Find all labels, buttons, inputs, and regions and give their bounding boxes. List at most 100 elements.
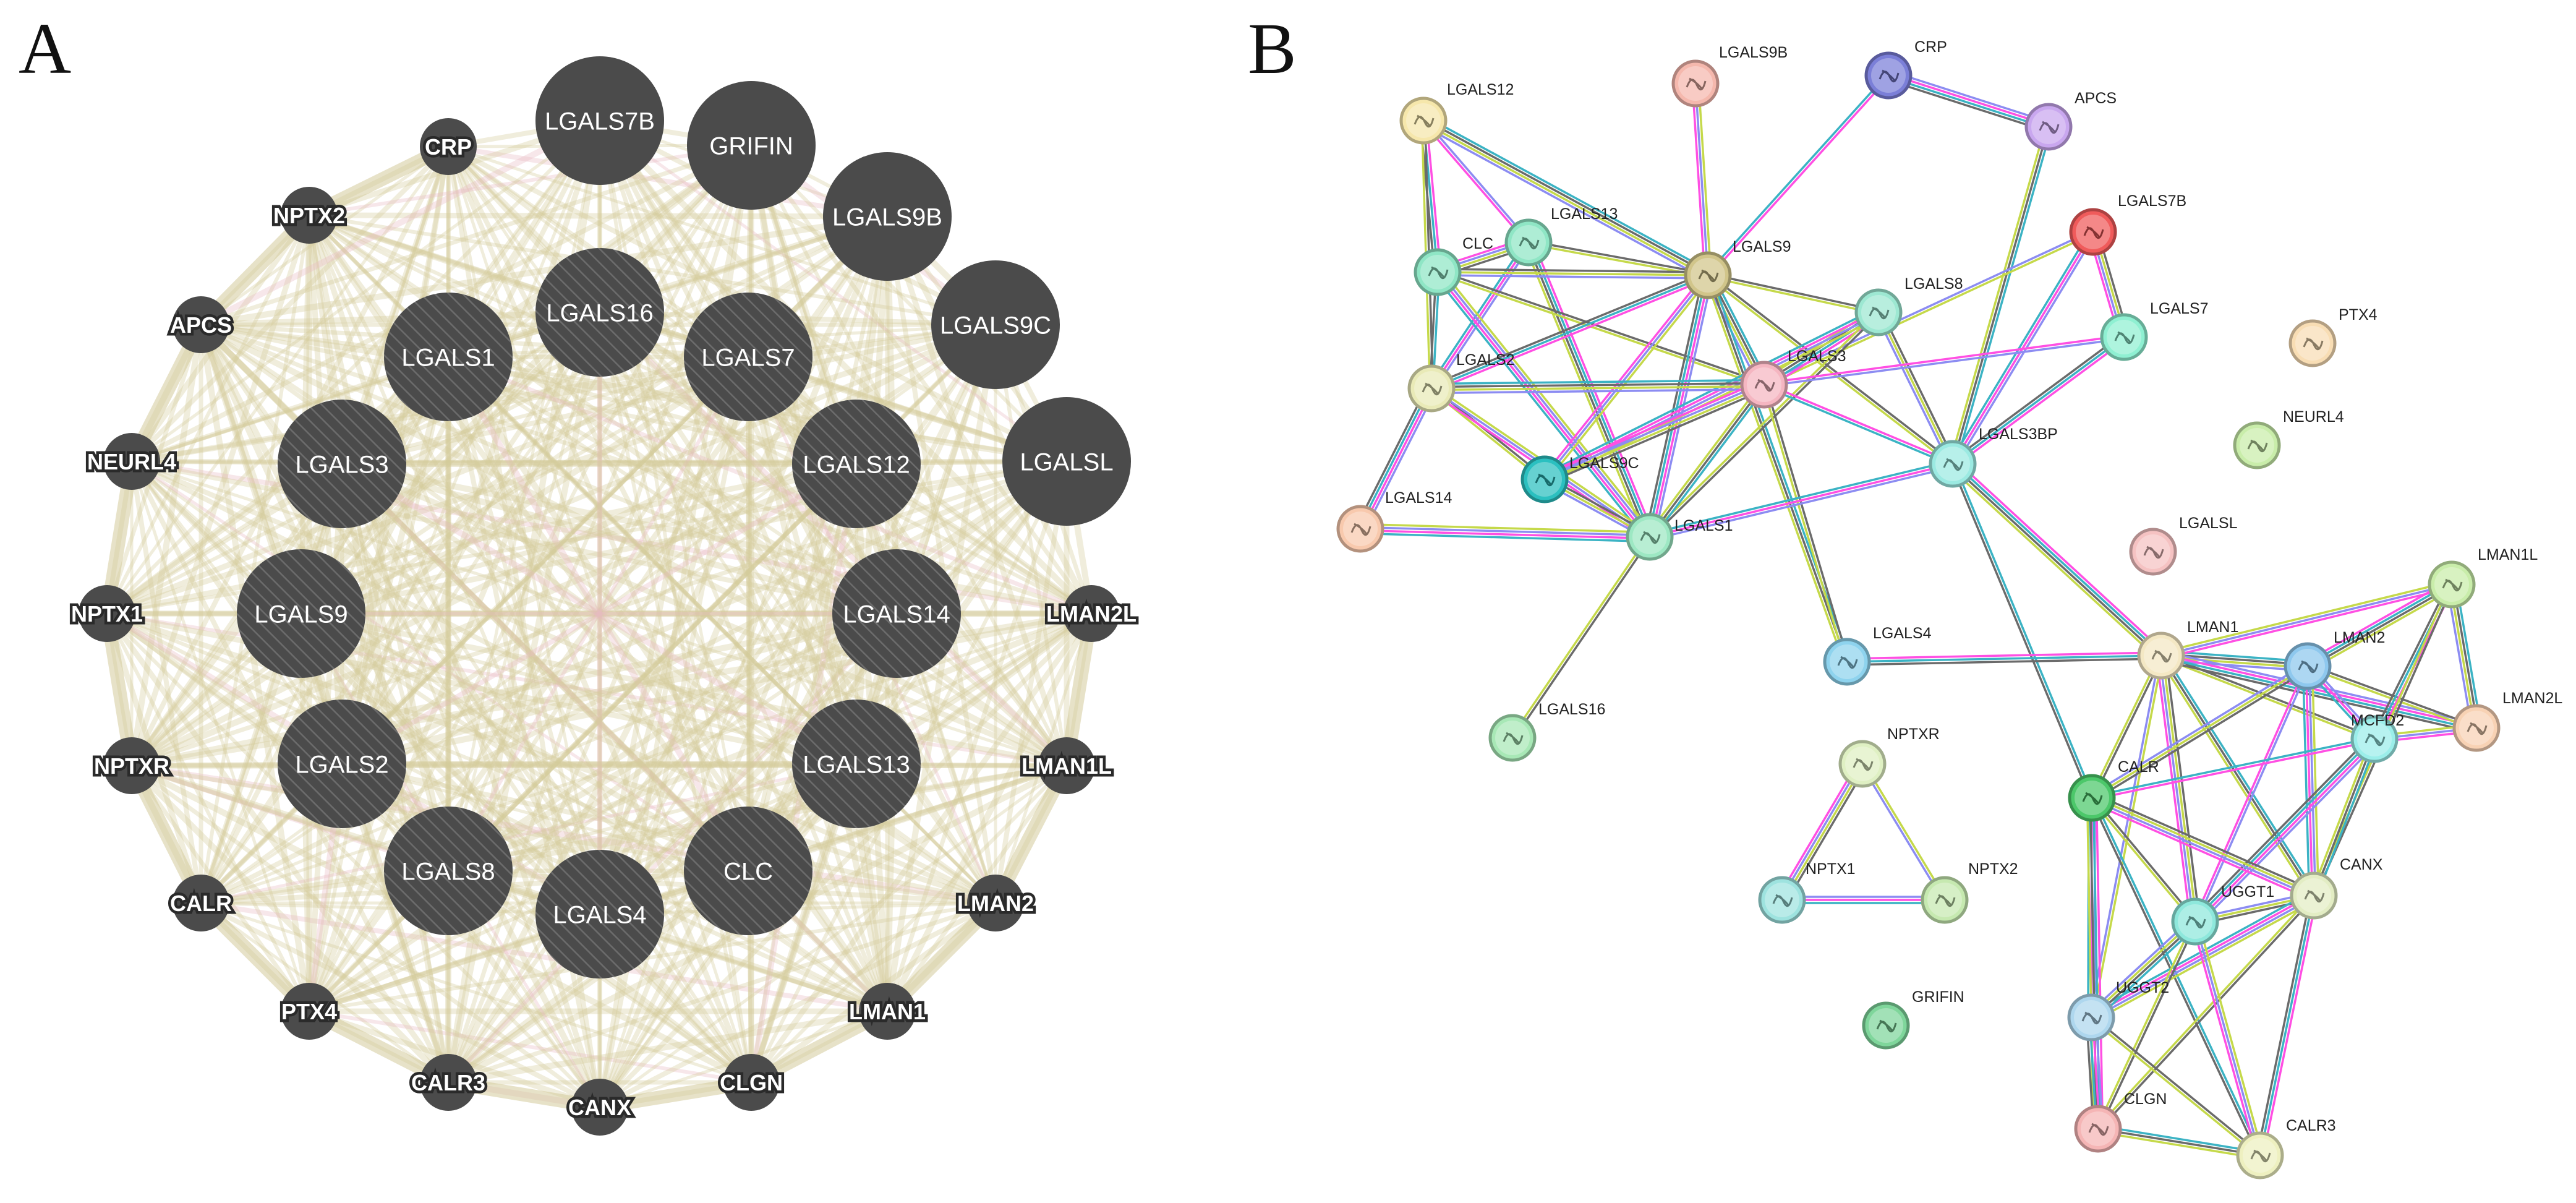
panel-a-node-label: LGALS9B [832, 203, 942, 231]
panel-a-edge [446, 462, 858, 873]
panel-b-edge-strand [2191, 735, 2372, 919]
panel-a-edge [598, 312, 753, 1083]
panel-a-edge [446, 144, 754, 1084]
panel-a-edge [994, 324, 1068, 766]
panel-b-node-calr: CALR [2068, 758, 2159, 822]
panel-b-edge-strand [1764, 383, 1850, 662]
panel-a-edge [131, 310, 600, 463]
panel-b-edge-strand [1440, 268, 1655, 535]
panel-b-edge-strand [1953, 338, 2127, 468]
panel-b-edge-strand [1948, 466, 2159, 660]
panel-b-edge-lgals3bp-lman1 [1948, 460, 2165, 660]
panel-b-edge-strand [1543, 274, 1709, 481]
panel-b-edge-strand [2161, 655, 2198, 922]
panel-b-edge-strand [2197, 920, 2264, 1155]
panel-b-edge-strand [1360, 526, 1650, 537]
panel-b-edge-lgals12-lgals9 [1420, 115, 1711, 281]
panel-b-edge-clc-lgals3 [1436, 269, 1765, 388]
panel-a-node-label: NEURL4 [87, 449, 176, 474]
panel-b-edge-lman1-canx [2157, 653, 2318, 898]
panel-a-edge [598, 216, 889, 1108]
panel-b-edge-strand [2097, 1131, 2260, 1160]
panel-a-edge [300, 311, 601, 615]
panel-b-edge-strand [1950, 464, 2092, 799]
panel-a-edge [598, 612, 1093, 1109]
panel-a-edge [131, 761, 857, 769]
panel-a-node-crp: CRP [420, 118, 477, 175]
panel-a-edge [340, 462, 750, 873]
panel-a-node-circle [173, 296, 229, 353]
panel-b-edge-lgals9b-lgals9 [1691, 83, 1712, 276]
panel-a-edge [105, 119, 602, 615]
panel-b-edge-lgals12-lgals13 [1421, 119, 1531, 244]
panel-a-edge [340, 120, 602, 764]
panel-a-edge [597, 119, 998, 904]
panel-a-edge [341, 461, 1068, 769]
panel-a-edge [445, 355, 890, 1013]
panel-a-node-circle [103, 433, 160, 490]
panel-b-structure-icon [2304, 889, 2325, 903]
panel-a-edge [445, 312, 603, 1083]
panel-b-structure-icon [2039, 121, 2060, 134]
panel-a-edge [200, 459, 1068, 905]
panel-a-edge [130, 461, 858, 769]
panel-a-edge [448, 354, 857, 466]
panel-a-node-label: LGALS7 [701, 344, 795, 371]
panel-b-node-lgals3bp: LGALS3BP [1929, 426, 2058, 488]
panel-a-edge [300, 215, 889, 615]
panel-a-node-circle [237, 549, 365, 678]
panel-a-edge [341, 762, 749, 873]
panel-a-node-label: LGALS8 [401, 858, 495, 885]
panel-a-edge [130, 322, 997, 769]
panel-b-node-lman2: LMAN2 [2284, 629, 2385, 690]
panel-a-edge [597, 119, 859, 765]
panel-a-edge [299, 145, 451, 615]
panel-b-structure-icon [2442, 578, 2463, 592]
panel-a-edge [307, 144, 753, 1012]
panel-b-edge-strand [1707, 275, 1848, 662]
panel-b-edge-strand [1887, 75, 2049, 130]
panel-b-edge-strand [1782, 764, 1865, 902]
panel-b-node-label: LGALS13 [1551, 205, 1618, 223]
panel-a-node-lgals1: LGALS1 [384, 293, 513, 421]
panel-b-node-lgals3: LGALS3 [1740, 348, 1846, 409]
panel-b-structure-icon [1535, 473, 1556, 487]
panel-b-edge-strand [1438, 268, 1708, 273]
panel-b-node-lman1: LMAN1 [2137, 619, 2238, 680]
panel-b-node-label: LGALS12 [1447, 81, 1514, 98]
panel-a-edge [446, 144, 753, 872]
panel-a-edge [446, 312, 602, 871]
panel-b-edge-strand [1780, 762, 1862, 900]
panel-a-node-circle [278, 700, 406, 828]
panel-a-edge [200, 322, 857, 466]
panel-a-edge [446, 356, 750, 872]
panel-b-edge-strand [2092, 656, 2164, 799]
panel-b-node-lgals8: LGALS8 [1854, 275, 1963, 336]
panel-a-node-label: CRP [425, 134, 472, 160]
panel-b-edge-strand [1431, 388, 1765, 395]
panel-b-edge-strand [1541, 272, 1707, 478]
panel-a-edge [301, 612, 857, 766]
panel-b-structure-icon [1869, 306, 1890, 320]
panel-a-edge [306, 214, 603, 1108]
panel-a-edge [200, 213, 888, 328]
panel-a-node-circle [281, 187, 338, 244]
panel-a-edge [200, 143, 753, 327]
panel-a-node-lgalsl: LGALSL [1002, 397, 1131, 526]
panel-b-edge-lgals7-lgals3bp [1950, 333, 2127, 468]
panel-a-edge [130, 459, 858, 766]
panel-a-edge [340, 355, 750, 766]
panel-a-edge [131, 460, 1067, 768]
panel-a-edge [309, 143, 752, 217]
panel-a-edge [200, 901, 888, 1014]
panel-b-edge-calr-canx [2089, 792, 2316, 901]
panel-b-edge-strand [1763, 229, 2093, 385]
panel-b-edge-strand [1951, 464, 2161, 658]
panel-a-node-lgals16: LGALS16 [535, 248, 664, 377]
panel-a-edge [446, 356, 602, 915]
panel-b-edge-strand [1648, 310, 1879, 537]
panel-a-edge [748, 145, 890, 1012]
panel-b-node-label: LGALS7 [2150, 300, 2209, 317]
panel-a-edge [445, 356, 754, 1084]
panel-a-edge [446, 459, 1069, 1085]
